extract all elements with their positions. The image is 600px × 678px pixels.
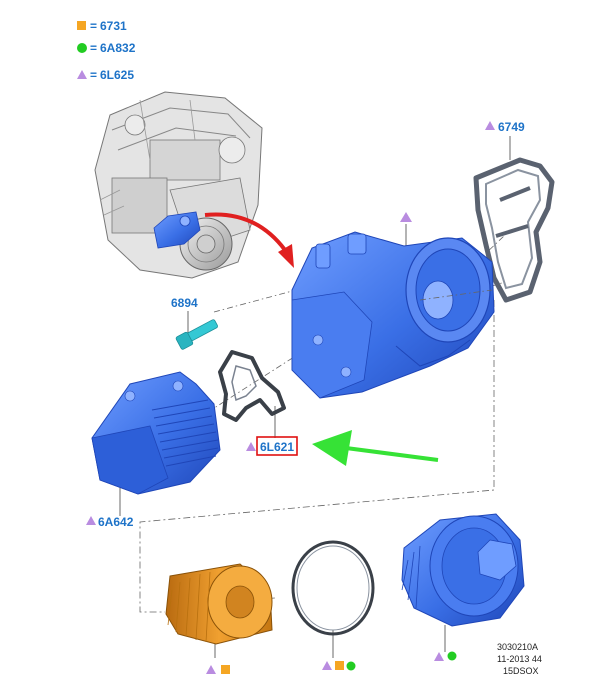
circle-icon	[447, 651, 457, 661]
oil-cooler	[91, 371, 221, 495]
highlight-box	[256, 436, 298, 456]
oil-filter-element	[165, 563, 273, 645]
square-icon	[77, 21, 86, 30]
oil-filter-cap	[401, 513, 525, 627]
circle-icon	[77, 43, 87, 53]
pointer-arrow	[312, 430, 439, 466]
triangle-icon	[400, 212, 412, 222]
oil-filter-housing	[291, 231, 495, 399]
callout-arrow	[204, 212, 294, 268]
legend-eq: =	[90, 41, 97, 55]
part-number: 6749	[498, 120, 525, 134]
engine-illustration	[94, 91, 263, 279]
square-icon	[335, 661, 344, 670]
o-ring	[291, 540, 375, 636]
circle-icon	[346, 661, 356, 671]
triangle-icon	[86, 516, 96, 525]
part-label-6894: 6894	[171, 296, 198, 310]
legend-code: 6731	[100, 19, 127, 33]
bolt	[175, 319, 218, 350]
filter-element-markers	[206, 665, 230, 674]
part-label-6A642: 6A642	[86, 515, 134, 529]
triangle-icon	[322, 661, 332, 670]
reference-line: 11-2013 44	[497, 654, 542, 664]
triangle-icon	[434, 652, 444, 661]
cooler-gasket	[218, 350, 286, 422]
triangle-icon	[485, 121, 495, 130]
triangle-icon	[206, 665, 216, 674]
part-label-6749: 6749	[485, 120, 525, 134]
legend-eq: =	[90, 68, 97, 82]
reference-line: 3030210A	[497, 642, 538, 652]
legend-code: 6L625	[100, 68, 134, 82]
square-icon	[221, 665, 230, 674]
triangle-icon	[77, 70, 87, 79]
o-ring-markers	[322, 661, 356, 671]
legend: = 6731 = 6A832 = 6L625	[77, 19, 136, 82]
part-number: 6894	[171, 296, 198, 310]
part-number: 6L621	[260, 440, 294, 454]
legend-eq: =	[90, 19, 97, 33]
legend-item-circle: = 6A832	[77, 41, 136, 55]
part-number: 6A642	[98, 515, 134, 529]
reference-code: 3030210A 11-2013 44 15DSOX	[497, 642, 542, 676]
part-label-6L621: 6L621	[246, 436, 298, 456]
legend-item-triangle: = 6L625	[77, 68, 134, 82]
reference-line: 15DSOX	[503, 666, 539, 676]
oil-cover-gasket	[473, 157, 555, 303]
triangle-icon	[246, 442, 256, 451]
filter-cap-markers	[434, 651, 457, 661]
legend-code: 6A832	[100, 41, 136, 55]
legend-item-square: = 6731	[77, 19, 127, 33]
